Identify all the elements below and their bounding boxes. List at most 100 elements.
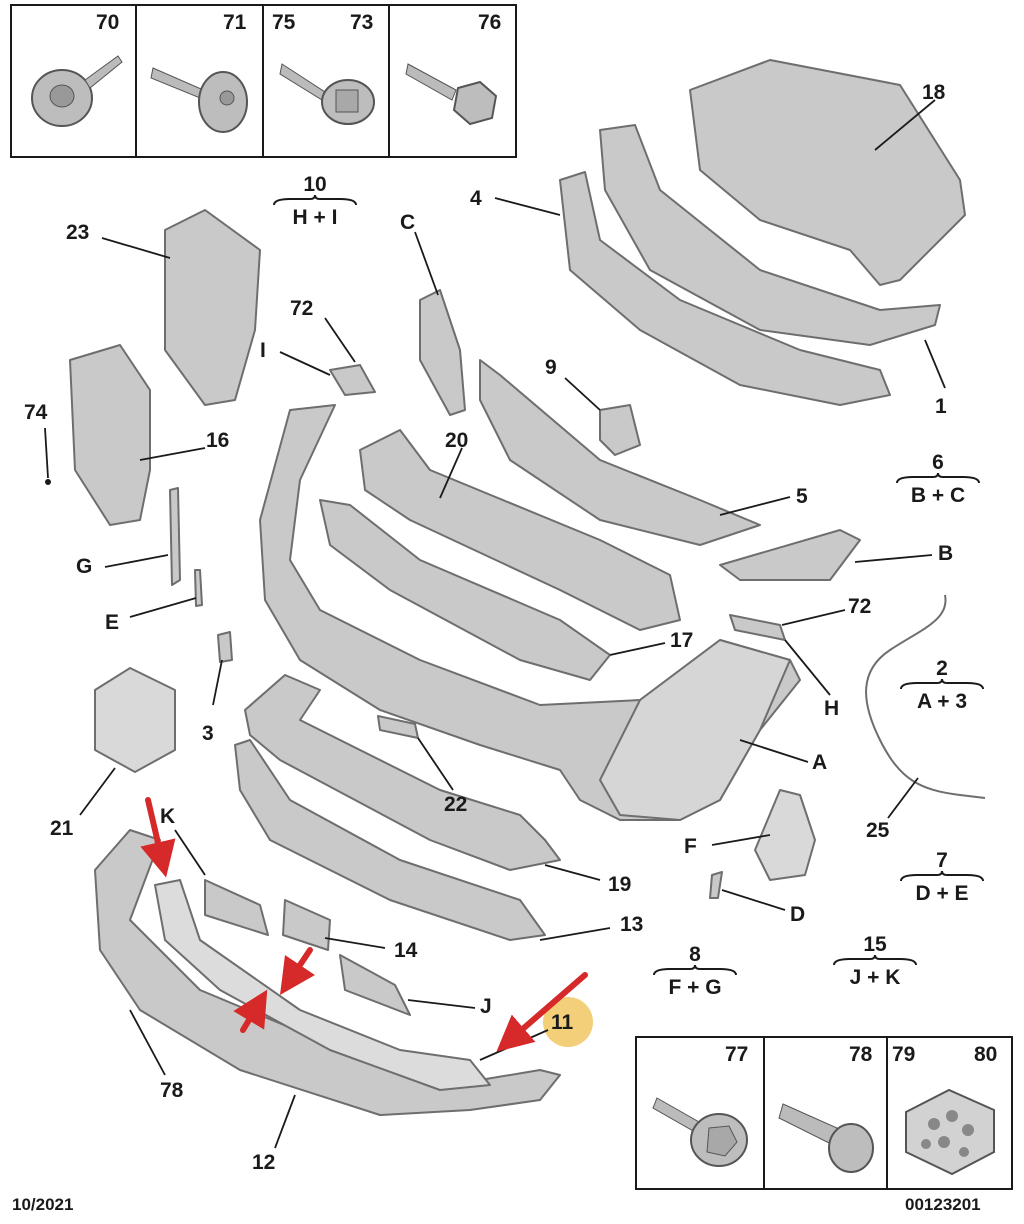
leader-1 <box>924 339 946 389</box>
leader-72a <box>324 317 356 363</box>
part-16-bracket <box>69 344 151 526</box>
fastener-cell-77: 77 <box>637 1038 762 1188</box>
group-7-combo: D + E <box>915 882 969 905</box>
fastener-label-76: 76 <box>478 11 502 34</box>
part-D-clip <box>709 871 723 899</box>
group-15: 15 J + K <box>830 934 920 988</box>
label-12: 12 <box>252 1151 276 1174</box>
leader-74 <box>44 427 49 479</box>
part-13-lower-grille <box>234 739 546 941</box>
red-arrow-14 <box>280 947 315 995</box>
leader-I <box>279 351 331 376</box>
label-14: 14 <box>394 939 418 962</box>
leader-F <box>711 834 771 846</box>
leader-9 <box>564 377 601 411</box>
part-20-absorber <box>359 429 681 631</box>
part-E-strip <box>194 569 203 607</box>
label-72b: 72 <box>848 595 872 618</box>
group-8-number: 8 <box>689 943 701 966</box>
part-11-strip <box>154 879 491 1091</box>
leader-13 <box>539 927 611 941</box>
label-13: 13 <box>620 913 644 936</box>
label-I: I <box>260 339 266 362</box>
part-F-cover <box>754 789 816 881</box>
leader-3 <box>212 659 223 706</box>
leader-C <box>414 231 439 296</box>
leader-H <box>784 639 831 696</box>
group-15-combo: J + K <box>849 966 901 989</box>
label-4: 4 <box>470 187 482 210</box>
fastener-cell-76: 76 <box>388 6 516 156</box>
hex-bolt-icon <box>405 63 498 126</box>
label-17: 17 <box>670 629 694 652</box>
label-78: 78 <box>160 1079 184 1102</box>
leader-78 <box>129 1009 166 1076</box>
leader-21 <box>79 767 116 816</box>
label-5: 5 <box>796 485 808 508</box>
group-10: 10 H + I <box>270 174 360 228</box>
group-6: 6 B + C <box>893 452 983 506</box>
rivet-pin-icon <box>778 1103 874 1173</box>
fastener-cell-70: 70 <box>12 6 134 156</box>
leader-14 <box>324 937 386 949</box>
group-2-number: 2 <box>936 657 948 680</box>
red-arrow-12 <box>233 989 268 1033</box>
leader-17 <box>609 642 666 656</box>
bottom-fastener-box: 77 78 79 80 <box>635 1036 1013 1190</box>
label-20: 20 <box>445 429 469 452</box>
red-arrow-k <box>140 797 176 878</box>
group-7: 7 D + E <box>897 850 987 904</box>
label-72a: 72 <box>290 297 314 320</box>
label-18: 18 <box>922 81 946 104</box>
label-23: 23 <box>66 221 90 244</box>
label-B: B <box>938 542 954 565</box>
label-1: 1 <box>935 395 947 418</box>
group-8-combo: F + G <box>668 976 722 999</box>
leader-A <box>739 739 809 763</box>
group-8: 8 F + G <box>650 944 740 998</box>
fastener-label-79: 79 <box>892 1043 916 1066</box>
leader-18 <box>874 99 936 151</box>
part-4-trim <box>559 171 891 406</box>
leader-72b <box>781 609 846 626</box>
part-K-insert <box>204 879 269 936</box>
footer-date: 10/2021 <box>12 1195 74 1214</box>
label-C: C <box>400 211 416 234</box>
part-23-bracket <box>164 209 261 406</box>
group-15-number: 15 <box>863 933 887 956</box>
leader-G <box>104 554 169 568</box>
leader-J <box>407 999 476 1009</box>
part-A-side-cover <box>599 639 791 821</box>
label-G: G <box>76 555 93 578</box>
group-6-number: 6 <box>932 451 944 474</box>
part-1-upper-trim <box>599 124 941 346</box>
part-11-highlight <box>543 997 593 1047</box>
part-19-absorber <box>244 674 561 871</box>
brace-icon <box>896 473 980 484</box>
part-3-plate <box>217 631 233 663</box>
hex-flange-bolt-icon <box>652 1097 748 1167</box>
leader-20 <box>439 447 463 499</box>
label-K: K <box>160 805 176 828</box>
part-B-insert <box>719 529 861 581</box>
fastener-cell-71: 71 <box>135 6 262 156</box>
label-21: 21 <box>50 817 74 840</box>
group-10-number: 10 <box>303 173 327 196</box>
label-25: 25 <box>866 819 890 842</box>
group-6-combo: B + C <box>910 484 966 507</box>
washer-screw-icon <box>31 55 123 127</box>
part-21-kit <box>94 667 176 773</box>
fastener-label-71: 71 <box>223 11 247 34</box>
leader-16 <box>139 447 206 461</box>
part-74-screw <box>45 479 51 485</box>
self-tapping-screw-icon <box>150 67 248 133</box>
label-74: 74 <box>24 401 48 424</box>
leader-19 <box>544 864 601 881</box>
part-9-bracket <box>599 404 641 456</box>
part-12-lower-bumper <box>94 829 561 1116</box>
label-J: J <box>480 995 492 1018</box>
leader-D <box>721 889 786 911</box>
brace-icon <box>833 955 917 966</box>
fastener-cell-75-73: 75 73 <box>262 6 389 156</box>
